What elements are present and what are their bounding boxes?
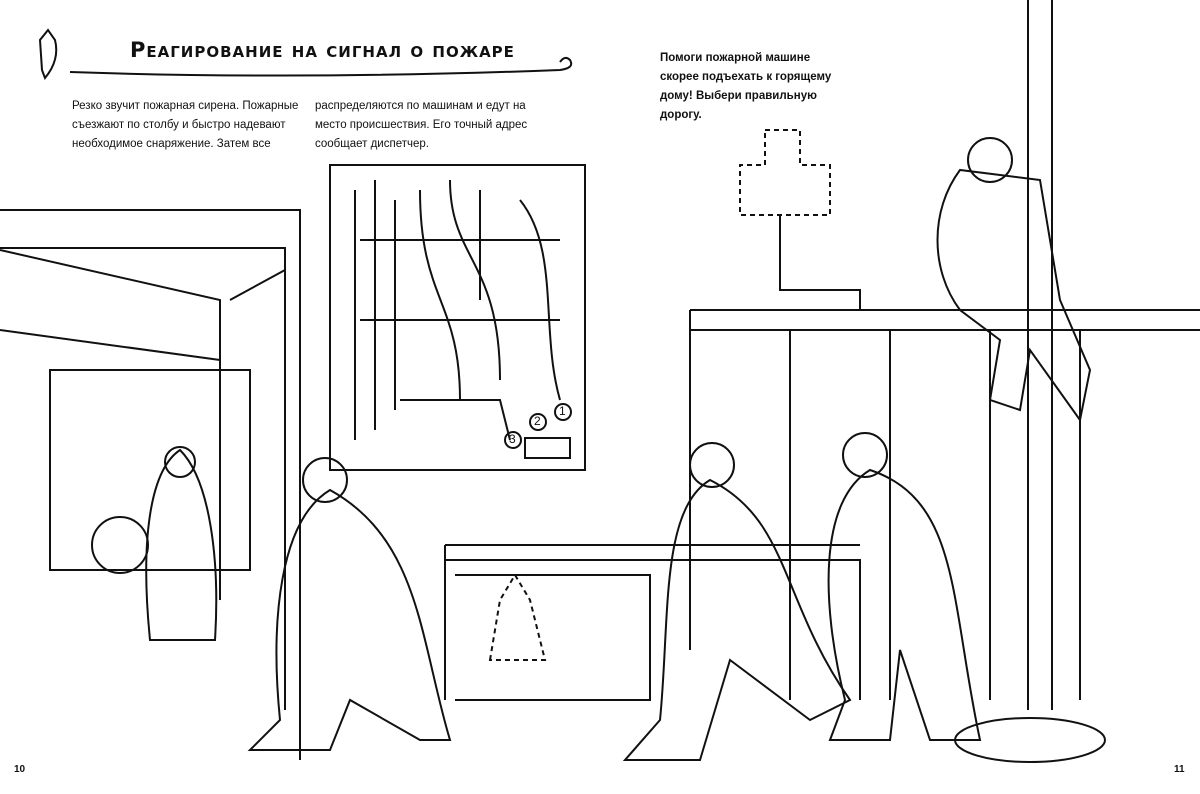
maze-task-text: Помоги пожарной машине скорее подъехать … — [660, 52, 832, 121]
maze-label-2: 2 — [534, 414, 541, 428]
fire-pole — [954, 0, 1106, 763]
title-hose-banner — [38, 28, 573, 80]
pipe — [779, 215, 861, 310]
bench — [444, 544, 861, 701]
firefighters — [145, 137, 1092, 761]
lockers — [689, 309, 1200, 700]
maze-label-1: 1 — [559, 404, 566, 418]
page-number-left: 10 — [14, 764, 26, 775]
intro-text-column-2: распределяются по машинам и едут на мест… — [315, 100, 528, 150]
fire-station-garage — [0, 209, 301, 760]
page-title: Реагирование на сигнал о пожаре — [130, 38, 515, 62]
maze-poster — [329, 164, 586, 471]
sink-outline — [488, 129, 831, 661]
intro-text-column-1: Резко звучит пожарная сирена. Пожарные с… — [72, 100, 299, 150]
maze-label-3: 3 — [509, 432, 516, 446]
page-number-right: 11 — [1174, 764, 1185, 775]
